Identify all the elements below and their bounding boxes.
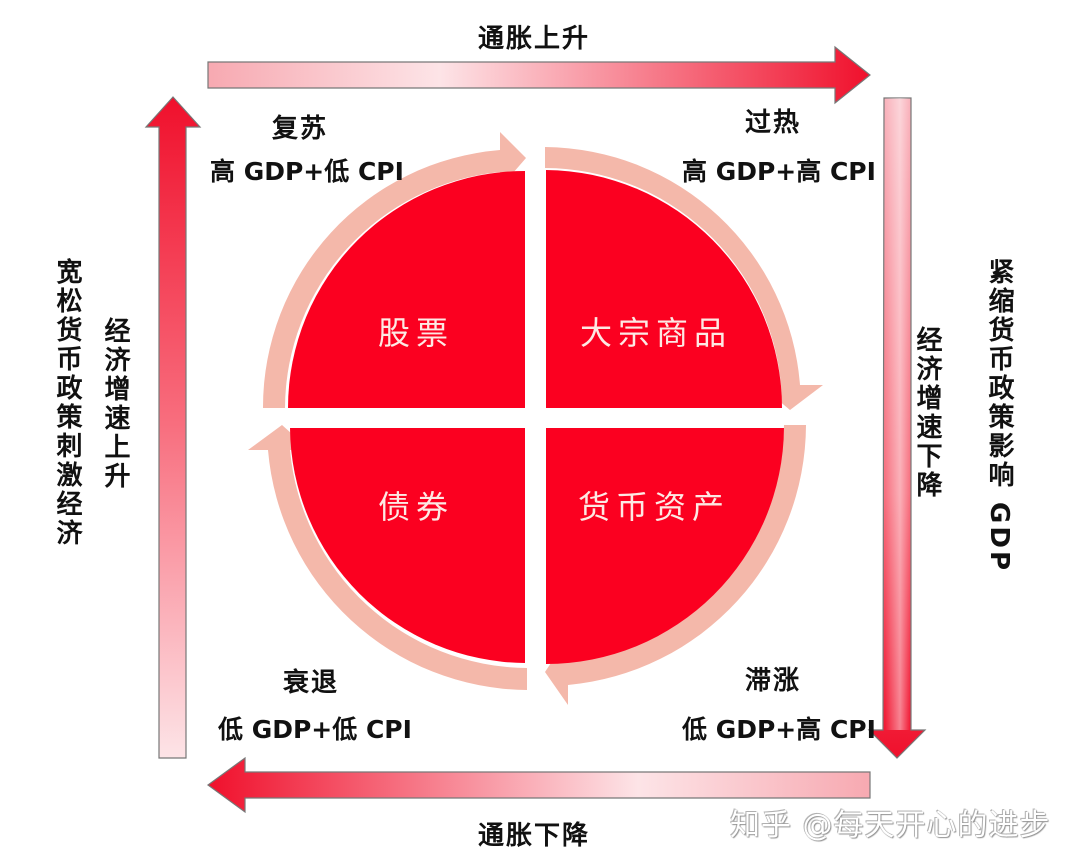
- phase-name-recession: 衰退: [283, 668, 340, 698]
- quadrant-bottom-left: [290, 428, 525, 663]
- phase-condition-overheat: 高 GDP+高 CPI: [682, 157, 876, 186]
- watermark: 知乎 @每天开心的进步: [730, 808, 1051, 843]
- quadrant-top-left: [288, 171, 525, 408]
- quadrants: [288, 170, 784, 664]
- asset-stocks: 股票: [378, 314, 455, 352]
- phase-condition-stagflation: 低 GDP+高 CPI: [682, 715, 876, 744]
- cycle-ring: [248, 132, 823, 705]
- right-policy-label: 紧缩货币政策影响 GDP: [984, 258, 1014, 574]
- quadrant-top-right: [546, 170, 782, 408]
- phase-condition-recovery: 高 GDP+低 CPI: [210, 157, 404, 186]
- asset-cash: 货币资产: [578, 488, 731, 526]
- bottom-axis-label: 通胀下降: [478, 821, 591, 851]
- phase-name-stagflation: 滞涨: [745, 666, 802, 696]
- right-axis-label: 经济增速下降: [912, 326, 942, 500]
- growth-rising-arrow: [144, 96, 202, 759]
- inflation-falling-arrow: [206, 756, 871, 814]
- inflation-rising-arrow: [207, 45, 871, 105]
- left-axis-label: 经济增速上升: [100, 317, 130, 491]
- asset-commodities: 大宗商品: [580, 314, 733, 352]
- top-axis-label: 通胀上升: [478, 24, 591, 54]
- growth-falling-arrow: [867, 97, 927, 759]
- phase-condition-recession: 低 GDP+低 CPI: [218, 715, 412, 744]
- phase-name-overheat: 过热: [745, 108, 802, 138]
- asset-bonds: 债券: [378, 488, 455, 526]
- quadrant-bottom-right: [546, 428, 784, 664]
- left-policy-label: 宽松货币政策刺激经济: [52, 258, 82, 548]
- phase-name-recovery: 复苏: [272, 114, 329, 144]
